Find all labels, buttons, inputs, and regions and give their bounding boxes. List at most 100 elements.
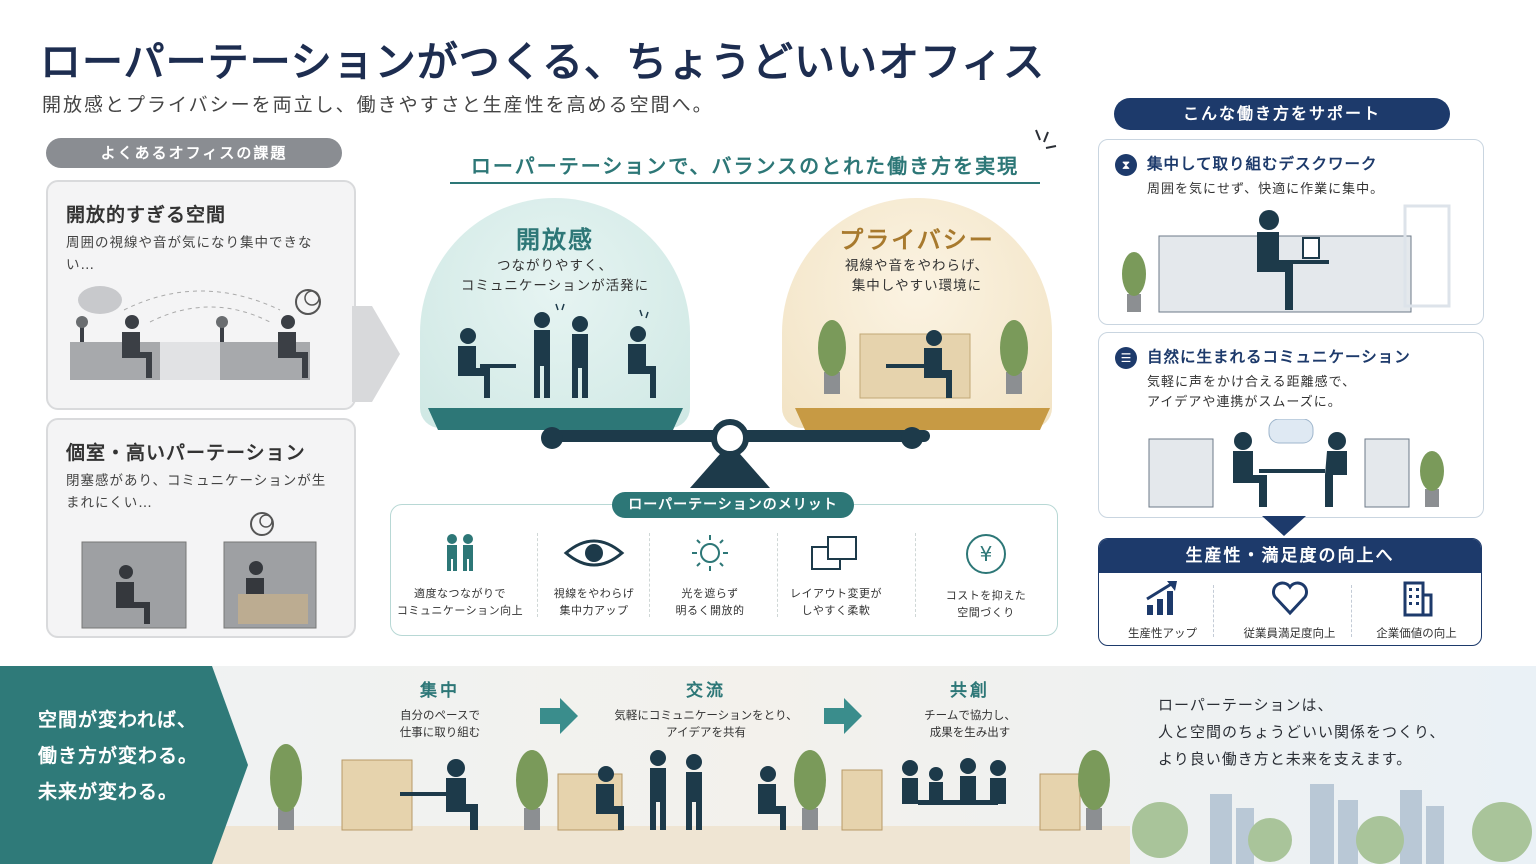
arrow-right-icon bbox=[540, 698, 578, 734]
arrow-right-icon bbox=[824, 698, 862, 734]
office-scene-illustration bbox=[270, 744, 1110, 831]
issue-card-open-space: 開放的すぎる空間 周囲の視線や音が気になり集中できない… bbox=[46, 180, 356, 410]
merit-item: レイアウト変更がしやすく柔軟 bbox=[771, 533, 901, 619]
merit-line2: コミュニケーション向上 bbox=[396, 604, 524, 617]
private-desk-illustration bbox=[818, 320, 1028, 399]
balance-title: ローパーテーションで、バランスのとれた働き方を実現 bbox=[470, 154, 1020, 178]
productivity-item: 生産性アップ bbox=[1099, 579, 1226, 641]
closing-message: ローパーテーションは、 人と空間のちょうどいい関係をつくり、 より良い働き方と未… bbox=[1158, 696, 1446, 768]
floor bbox=[210, 826, 1130, 864]
merit-item: 光を遮らず明るく開放的 bbox=[645, 533, 775, 619]
support-desc: 気軽に声をかけ合える距離感で、アイデアや連携がスムーズに。 bbox=[1147, 375, 1357, 410]
merit-line1: コストを抑えた bbox=[945, 589, 1027, 602]
issue-desc: 閉塞感があり、コミュニケーションが生まれにくい… bbox=[66, 473, 327, 511]
openness-heading: 開放感 bbox=[516, 226, 594, 254]
down-arrow-icon bbox=[1262, 516, 1306, 536]
person-icon bbox=[122, 315, 152, 378]
sun-icon bbox=[692, 535, 728, 571]
page-subtitle: 開放感とプライバシーを両立し、働きやすさと生産性を高める空間へ。 bbox=[42, 94, 714, 116]
openness-line1: つながりやすく、 bbox=[497, 258, 613, 274]
openness-line2: コミュニケーションが活発に bbox=[460, 278, 650, 294]
support-title: 自然に生まれるコミュニケーション bbox=[1147, 348, 1411, 366]
sparkle-icon bbox=[1035, 129, 1057, 149]
merit-line1: 視線をやわらげ bbox=[553, 587, 635, 600]
issue-desc: 周囲の視線や音が気になり集中できない… bbox=[66, 235, 313, 273]
focus-desk-illustration bbox=[1122, 204, 1451, 313]
support-card-focus: ⧗ 集中して取り組むデスクワーク 周囲を気にせず、快適に作業に集中。 bbox=[1098, 139, 1484, 325]
lead-text: 空間が変われば、 働き方が変わる。 未来が変わる。 bbox=[38, 709, 199, 803]
step-focus: 集中 自分のペースで仕事に取り組む bbox=[330, 676, 550, 741]
closed-booth-illustration bbox=[81, 512, 317, 629]
person-icon bbox=[246, 561, 264, 594]
plant-icon bbox=[270, 744, 302, 830]
merit-item: ¥ コストを抑えた空間づくり bbox=[921, 533, 1051, 621]
merit-line1: レイアウト変更が bbox=[790, 587, 882, 600]
step-heading: 集中 bbox=[420, 681, 460, 701]
productivity-label: 企業価値の向上 bbox=[1376, 626, 1457, 640]
support-card-communication: ☰ 自然に生まれるコミュニケーション 気軽に声をかけ合える距離感で、アイデアや連… bbox=[1098, 332, 1484, 518]
merit-line1: 適度なつながりで bbox=[414, 587, 506, 600]
plant-icon bbox=[1000, 320, 1028, 394]
balance-scale bbox=[428, 408, 1050, 488]
laptop-icon bbox=[1302, 237, 1320, 259]
chart-up-icon bbox=[1145, 581, 1177, 615]
person-icon bbox=[446, 759, 478, 830]
layout-icon bbox=[811, 536, 857, 570]
person-icon bbox=[278, 315, 308, 378]
step-heading: 交流 bbox=[686, 681, 726, 701]
hourglass-icon: ⧗ bbox=[1115, 154, 1137, 176]
issue-title: 個室・高いパーテーション bbox=[66, 442, 306, 464]
productivity-item: 従業員満足度向上 bbox=[1226, 579, 1353, 641]
svg-text:¥: ¥ bbox=[980, 542, 993, 566]
merit-line2: 集中力アップ bbox=[559, 604, 629, 617]
divider bbox=[450, 182, 1040, 184]
people-icon bbox=[447, 534, 473, 571]
productivity-item: 企業価値の向上 bbox=[1353, 579, 1480, 641]
team-illustration bbox=[458, 303, 656, 398]
support-desc: 周囲を気にせず、快適に作業に集中。 bbox=[1147, 182, 1385, 197]
issues-pill: よくあるオフィスの課題 bbox=[46, 138, 342, 168]
plant-icon bbox=[1078, 750, 1110, 830]
building-icon bbox=[1403, 581, 1432, 617]
merits-panel: 適度なつながりでコミュニケーション向上 視線をやわらげ集中力アップ 光を遮らず明… bbox=[390, 504, 1058, 636]
support-pill: こんな働き方をサポート bbox=[1114, 98, 1450, 130]
person-icon bbox=[1233, 432, 1267, 507]
merit-item: 適度なつながりでコミュニケーション向上 bbox=[395, 533, 525, 619]
person-icon bbox=[1257, 210, 1293, 310]
chat-icon: ☰ bbox=[1115, 347, 1137, 369]
person-icon bbox=[924, 330, 952, 398]
plant-icon bbox=[1420, 451, 1444, 507]
plant-icon bbox=[818, 320, 846, 394]
merit-item: 視線をやわらげ集中力アップ bbox=[529, 533, 659, 619]
productivity-panel: 生産性・満足度の向上へ 生産性アップ 従業員満足度向上 企業価値の向上 bbox=[1098, 538, 1482, 646]
plant-icon bbox=[516, 750, 548, 830]
merit-line2: しやすく柔軟 bbox=[801, 604, 871, 617]
privacy-heading: プライバシー bbox=[839, 226, 995, 254]
merit-line2: 明るく開放的 bbox=[675, 604, 745, 617]
privacy-line2: 集中しやすい環境に bbox=[851, 278, 983, 294]
issue-title: 開放的すぎる空間 bbox=[66, 204, 227, 226]
merit-line1: 光を遮らず bbox=[681, 587, 739, 600]
tangle-icon bbox=[250, 512, 274, 536]
plant-icon bbox=[1122, 252, 1146, 312]
issue-card-closed-rooms: 個室・高いパーテーション 閉塞感があり、コミュニケーションが生まれにくい… bbox=[46, 418, 356, 638]
tangle-icon bbox=[295, 289, 321, 315]
speech-bubble-icon bbox=[1268, 419, 1314, 444]
productivity-heading: 生産性・満足度の向上へ bbox=[1099, 539, 1481, 573]
plant-icon bbox=[794, 750, 826, 830]
productivity-label: 生産性アップ bbox=[1128, 626, 1197, 640]
heart-icon bbox=[1271, 581, 1308, 616]
yen-icon: ¥ bbox=[966, 534, 1006, 574]
meeting-illustration bbox=[1148, 419, 1444, 508]
support-title: 集中して取り組むデスクワーク bbox=[1147, 155, 1378, 173]
arrow-right-icon bbox=[352, 306, 400, 402]
step-heading: 共創 bbox=[950, 681, 990, 701]
page-title: ローパーテーションがつくる、ちょうどいいオフィス bbox=[40, 38, 1046, 86]
privacy-line1: 視線や音をやわらげ、 bbox=[844, 258, 990, 274]
step-exchange: 交流 気軽にコミュニケーションをとり、アイデアを共有 bbox=[596, 676, 816, 741]
merit-line2: 空間づくり bbox=[957, 606, 1015, 619]
step-cocreation: 共創 チームで協力し、成果を生み出す bbox=[860, 676, 1080, 741]
openness-bubble: 開放感 つながりやすく、 コミュニケーションが活発に bbox=[420, 198, 690, 428]
speech-bubble-icon bbox=[78, 286, 122, 314]
privacy-bubble: プライバシー 視線や音をやわらげ、 集中しやすい環境に bbox=[782, 198, 1052, 428]
